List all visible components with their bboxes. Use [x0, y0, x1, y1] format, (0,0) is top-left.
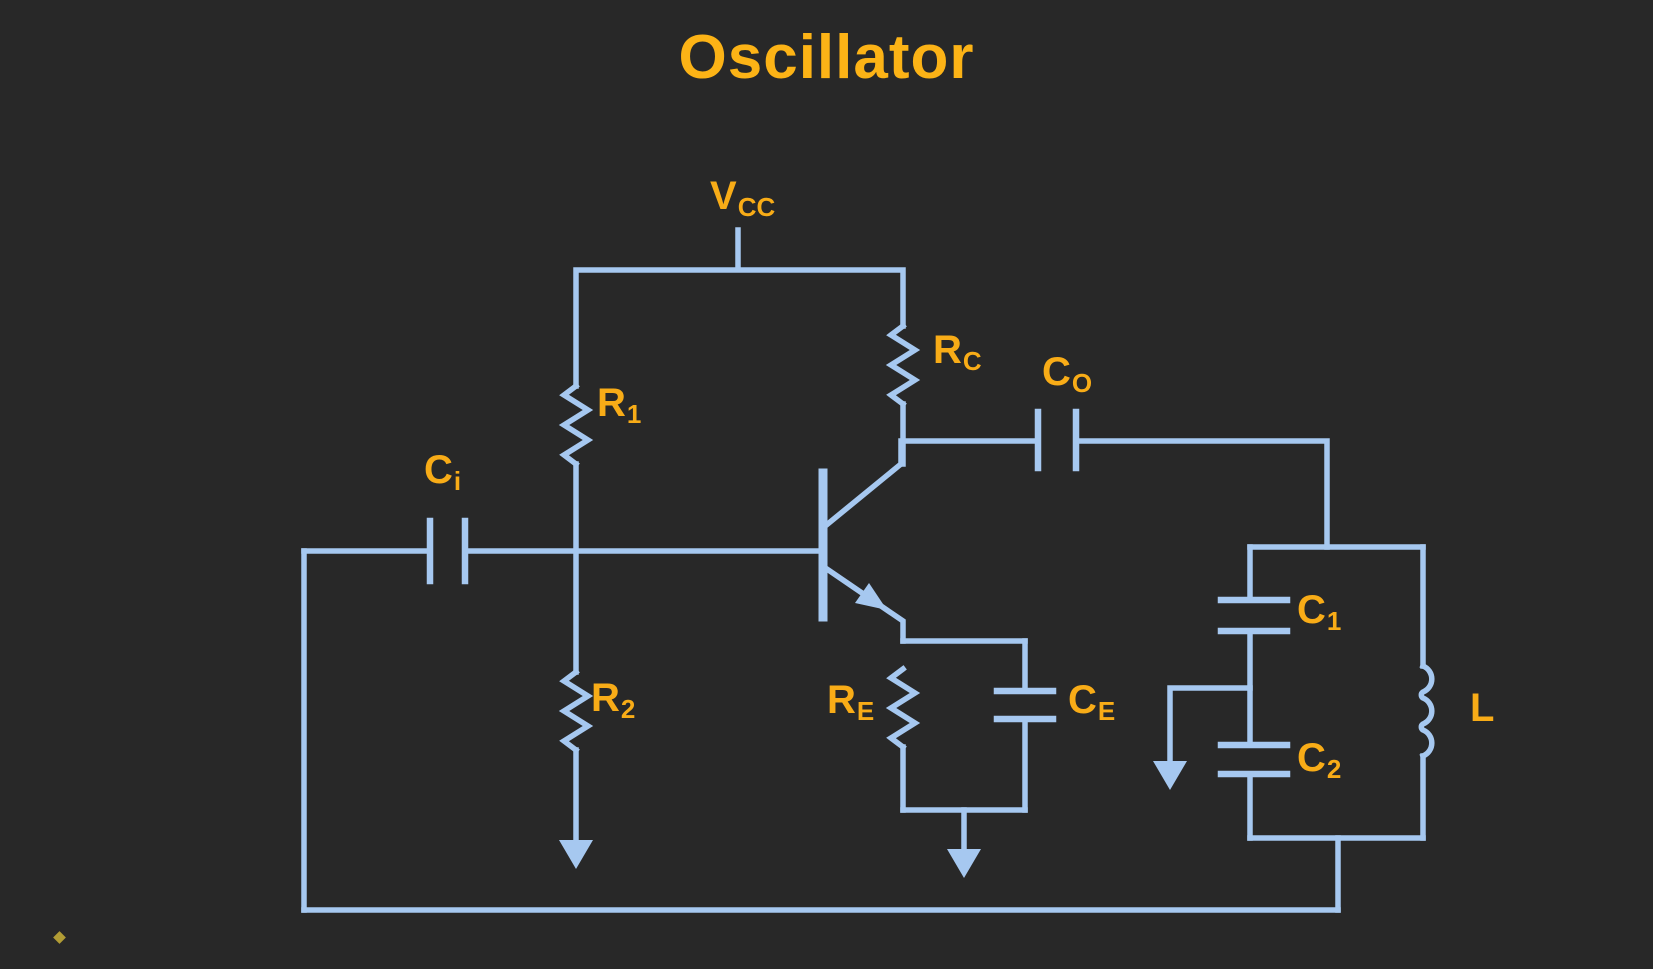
emitter-ground-arrow-icon	[947, 849, 981, 878]
label-l: L	[1470, 688, 1495, 732]
label-ci: Ci	[424, 450, 461, 494]
inductor-l-coil	[1418, 662, 1435, 760]
label-re-sub: E	[856, 696, 875, 726]
label-r1: R1	[597, 383, 641, 427]
label-ci-main: C	[424, 448, 453, 492]
label-co-sub: O	[1071, 368, 1093, 398]
label-ce: CE	[1068, 680, 1115, 724]
label-re-main: R	[827, 678, 856, 722]
label-c1-main: C	[1297, 588, 1326, 632]
emitter-arrow-icon	[855, 583, 887, 610]
label-c2-sub: 2	[1326, 754, 1342, 784]
label-c1: C1	[1297, 590, 1341, 634]
transistor-collector-wire	[820, 438, 904, 531]
transistor-emitter-wire	[820, 563, 906, 644]
label-vcc-sub: CC	[737, 192, 776, 222]
label-c2-main: C	[1297, 736, 1326, 780]
label-vcc: VCC	[710, 176, 775, 220]
r2-ground-arrow-icon	[559, 840, 593, 869]
label-ce-main: C	[1068, 678, 1097, 722]
label-vcc-main: V	[710, 174, 737, 218]
label-r2-main: R	[591, 676, 620, 720]
vcc-top-rail	[573, 267, 906, 389]
resistor-re	[885, 665, 921, 751]
label-ce-sub: E	[1097, 696, 1116, 726]
page-title: Oscillator	[678, 23, 975, 92]
tank-ground-wire	[1167, 685, 1253, 764]
label-co: CO	[1042, 352, 1092, 396]
label-ci-sub: i	[453, 466, 462, 496]
label-rc-sub: C	[962, 346, 982, 376]
tank-ground-arrow-icon	[1153, 761, 1187, 790]
label-r2: R2	[591, 678, 635, 722]
label-r2-sub: 2	[620, 694, 636, 724]
label-l-main: L	[1470, 686, 1495, 730]
resistor-r2	[558, 668, 594, 754]
label-r1-main: R	[597, 381, 626, 425]
label-re: RE	[827, 680, 874, 724]
label-r1-sub: 1	[626, 399, 642, 429]
label-rc-main: R	[933, 328, 962, 372]
label-co-main: C	[1042, 350, 1071, 394]
label-rc: RC	[933, 330, 982, 374]
resistor-r1	[558, 382, 594, 468]
co-right-wire	[1073, 438, 1330, 550]
resistor-rc	[885, 322, 921, 408]
label-c1-sub: 1	[1326, 606, 1342, 636]
label-c2: C2	[1297, 738, 1341, 782]
